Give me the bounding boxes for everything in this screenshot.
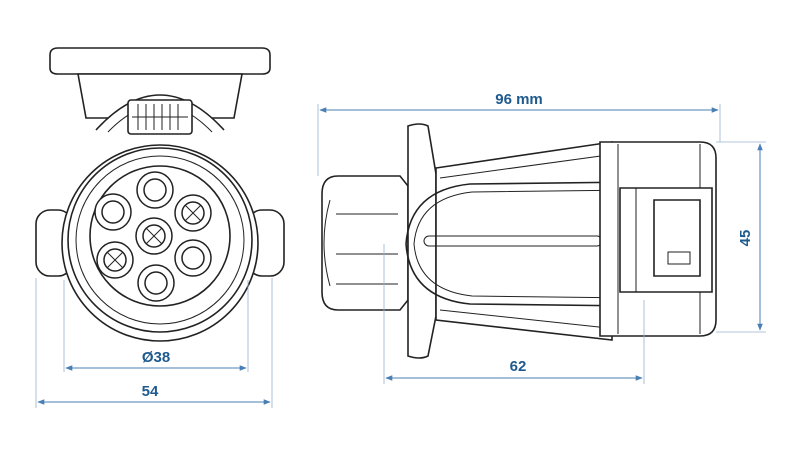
pin-top [136,171,174,209]
dim-length-label: 96 mm [495,91,543,108]
rear-cap [321,175,409,311]
pin-lower-right [174,239,212,277]
pin-bottom [137,264,175,302]
dim-socket-diameter: Ø38 [63,280,249,372]
nut-flange [407,123,437,359]
pin-centre [135,217,173,255]
pin-upper-right [174,194,212,232]
mounting-flange [49,47,271,75]
dim-height: 45 [716,141,766,333]
front-view [35,47,285,342]
dim-body-length-label: 62 [510,358,527,375]
dim-body-length: 62 [383,244,645,384]
dim-front-width-label: 54 [142,383,159,400]
side-view [321,123,717,359]
pin-lower-left [96,241,134,279]
wire-bail [405,181,637,307]
dim-socket-diameter-label: Ø38 [142,349,170,366]
main-body [435,141,613,341]
dim-length: 96 mm [317,91,721,176]
pin-upper-left [94,193,132,231]
dim-height-label: 45 [737,230,754,247]
dim-front-width: 54 [35,278,273,408]
